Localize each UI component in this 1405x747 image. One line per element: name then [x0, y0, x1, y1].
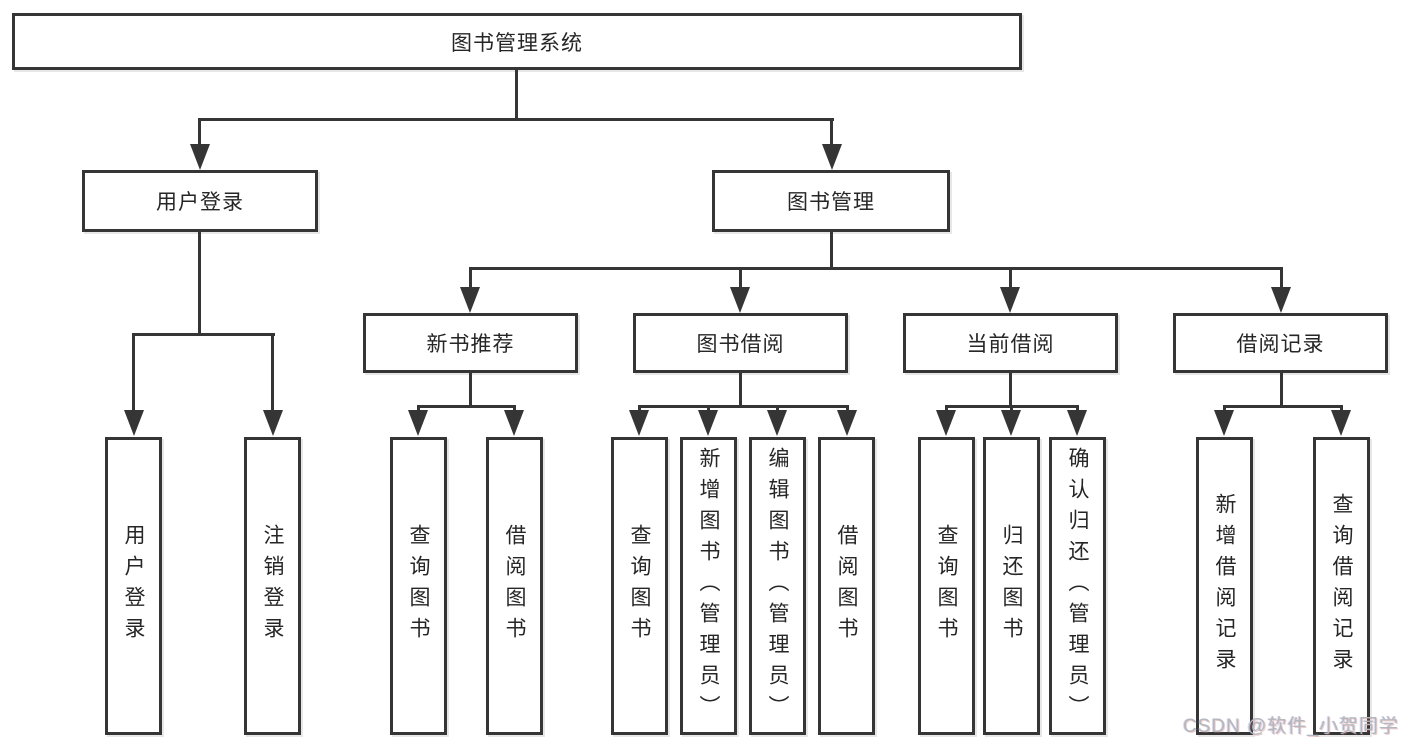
connector-line: [469, 373, 472, 407]
node-borrowing-records: 借阅记录: [1173, 313, 1388, 373]
connector-line: [1076, 405, 1079, 414]
arrowhead-down-icon: [629, 410, 649, 436]
leaf-label: 编辑图书（管理员）: [766, 446, 789, 726]
leaf-add-book-admin: 新增图书（管理员）: [680, 437, 737, 735]
leaf-borrow-books-recommend: 借阅图书: [486, 437, 543, 735]
arrowhead-down-icon: [1214, 410, 1234, 436]
connector-line: [776, 405, 779, 414]
arrowhead-down-icon: [730, 287, 750, 313]
leaf-label: 借阅图书: [503, 524, 526, 648]
connector-line: [846, 405, 849, 414]
arrowhead-down-icon: [263, 410, 283, 436]
leaf-return-books: 归还图书: [983, 437, 1040, 735]
connector-line: [1280, 373, 1283, 407]
arrowhead-down-icon: [698, 410, 718, 436]
connector-line: [739, 373, 742, 407]
arrowhead-down-icon: [822, 144, 842, 170]
connector-line: [198, 118, 201, 148]
connector-line: [830, 118, 833, 148]
connector-line: [132, 333, 135, 412]
leaf-query-books-borrowing: 查询图书: [611, 437, 668, 735]
connector-line: [132, 333, 275, 336]
leaf-logout: 注销登录: [244, 437, 301, 735]
arrowhead-down-icon: [124, 410, 144, 436]
arrowhead-down-icon: [1067, 410, 1087, 436]
leaf-label: 新增图书（管理员）: [697, 446, 720, 726]
leaf-query-books-current: 查询图书: [918, 437, 975, 735]
leaf-label: 确认归还（管理员）: [1066, 446, 1089, 726]
connector-line: [1340, 405, 1343, 414]
connector-line: [515, 68, 518, 121]
connector-line: [469, 267, 472, 291]
leaf-edit-book-admin: 编辑图书（管理员）: [749, 437, 806, 735]
connector-line: [638, 405, 641, 414]
leaf-confirm-return-admin: 确认归还（管理员）: [1049, 437, 1106, 735]
arrowhead-down-icon: [408, 410, 428, 436]
leaf-label: 新增借阅记录: [1213, 493, 1236, 679]
node-book-management: 图书管理: [712, 170, 950, 232]
node-new-book-recommendation: 新书推荐: [363, 313, 578, 373]
node-book-borrowing: 图书借阅: [633, 313, 848, 373]
leaf-user-login: 用户登录: [105, 437, 162, 735]
leaf-label: 查询图书: [407, 524, 430, 648]
connector-line: [1009, 267, 1012, 291]
connector-line: [513, 405, 516, 414]
node-library-management-system: 图书管理系统: [12, 13, 1022, 70]
arrowhead-down-icon: [936, 410, 956, 436]
arrowhead-down-icon: [1271, 287, 1291, 313]
connector-line: [638, 405, 849, 408]
connector-line: [417, 405, 516, 408]
leaf-query-books-recommend: 查询图书: [390, 437, 447, 735]
connector-line: [1280, 267, 1283, 291]
leaf-label: 借阅图书: [835, 524, 858, 648]
connector-line: [1010, 405, 1013, 414]
arrowhead-down-icon: [837, 410, 857, 436]
connector-line: [1009, 373, 1012, 407]
leaf-label: 用户登录: [122, 524, 145, 648]
arrowhead-down-icon: [190, 144, 210, 170]
arrowhead-down-icon: [460, 287, 480, 313]
leaf-label: 查询图书: [628, 524, 651, 648]
arrowhead-down-icon: [504, 410, 524, 436]
connector-line: [198, 118, 834, 121]
arrowhead-down-icon: [1001, 410, 1021, 436]
connector-line: [417, 405, 420, 414]
connector-line: [198, 232, 201, 335]
leaf-label: 归还图书: [1000, 524, 1023, 648]
arrowhead-down-icon: [1000, 287, 1020, 313]
leaf-borrow-books-borrowing: 借阅图书: [818, 437, 875, 735]
connector-line: [945, 405, 948, 414]
csdn-watermark: CSDN @软件_小贺同学: [1183, 716, 1399, 737]
connector-line: [1223, 405, 1226, 414]
connector-line: [469, 267, 1283, 270]
connector-line: [707, 405, 710, 414]
arrowhead-down-icon: [1331, 410, 1351, 436]
leaf-label: 注销登录: [261, 524, 284, 648]
connector-line: [739, 267, 742, 291]
leaf-label: 查询图书: [935, 524, 958, 648]
leaf-query-borrow-record: 查询借阅记录: [1313, 437, 1370, 735]
node-current-borrowing: 当前借阅: [903, 313, 1118, 373]
leaf-label: 查询借阅记录: [1330, 493, 1353, 679]
connector-line: [1223, 405, 1343, 408]
connector-line: [271, 333, 274, 412]
arrowhead-down-icon: [767, 410, 787, 436]
connector-line: [830, 232, 833, 269]
node-user-login: 用户登录: [82, 170, 318, 232]
leaf-add-borrow-record: 新增借阅记录: [1196, 437, 1253, 735]
